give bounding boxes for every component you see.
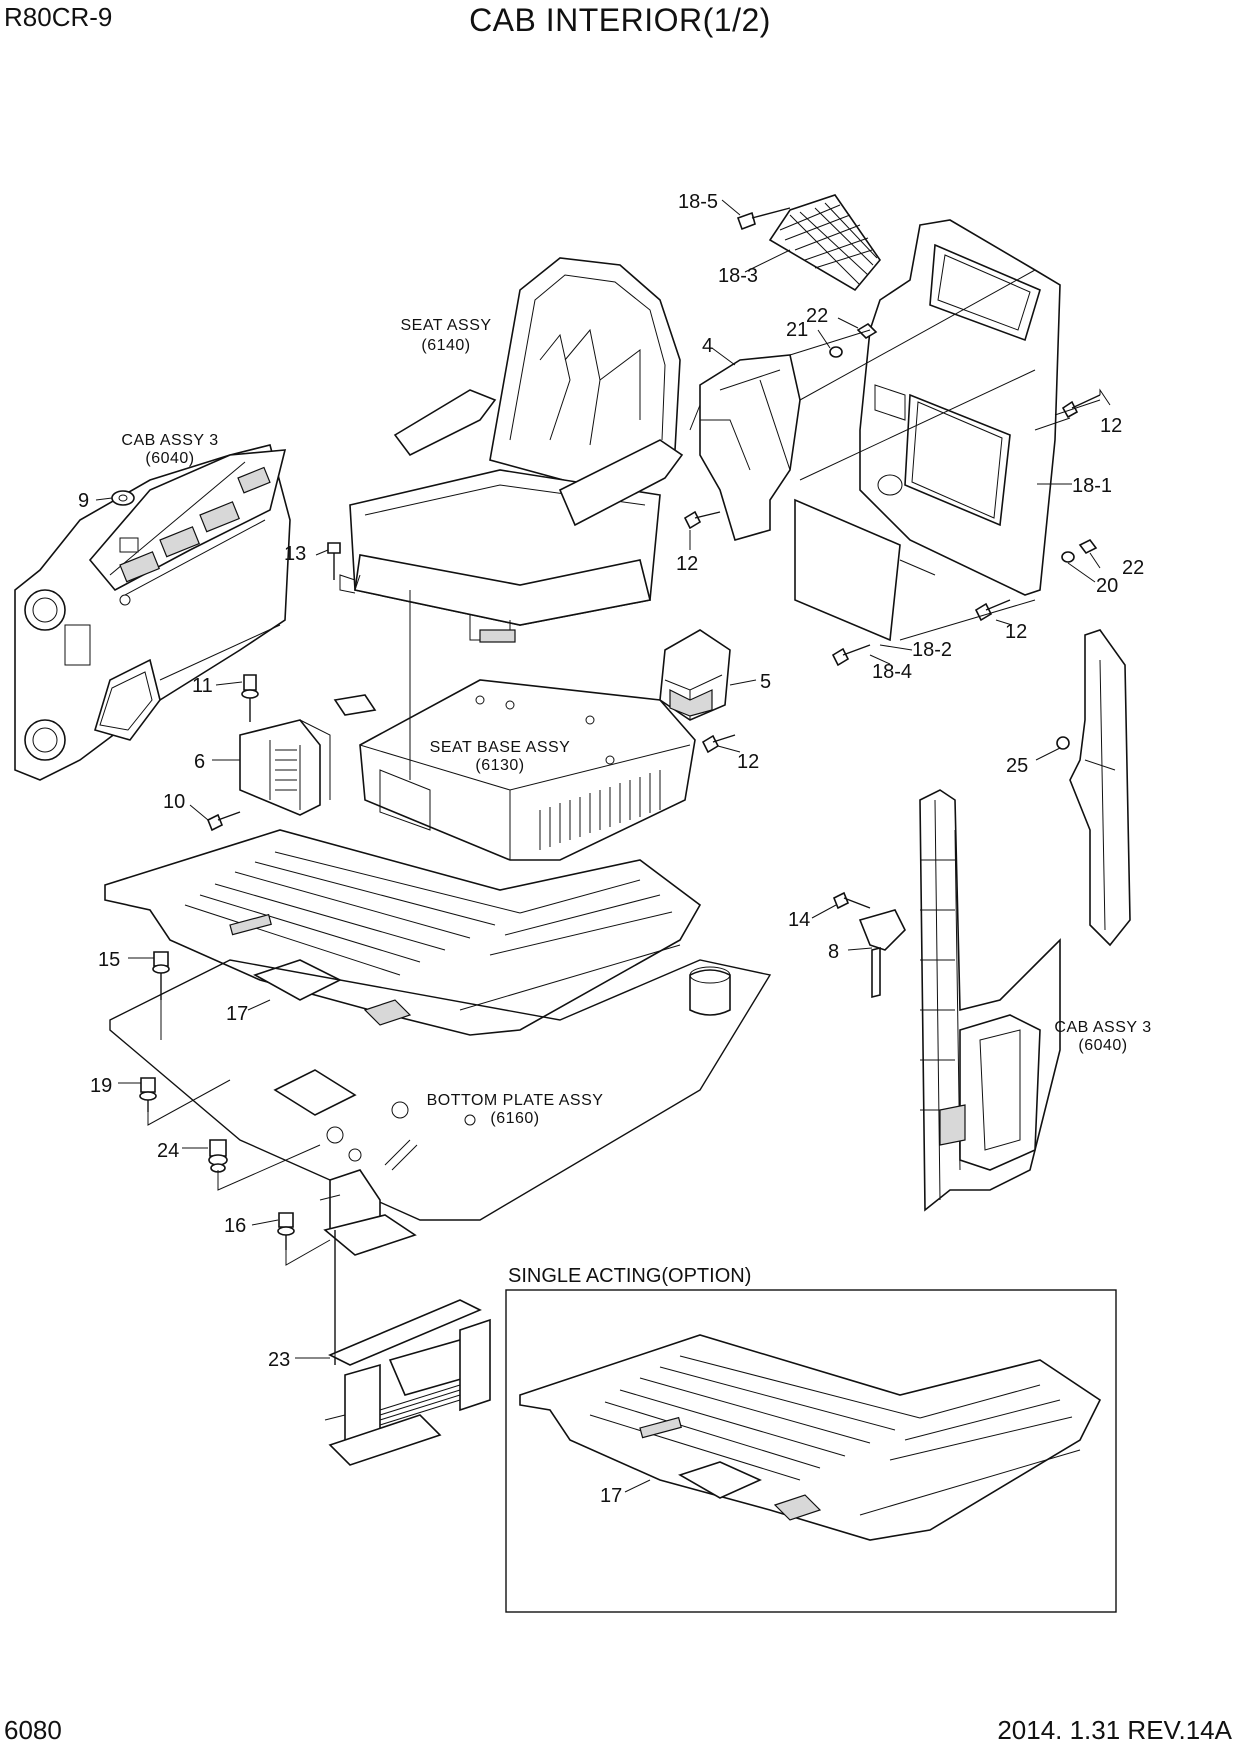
callout-4: 4: [702, 335, 713, 357]
seat-assy-label: SEAT ASSY (6140): [400, 317, 491, 354]
pillar-trim: [1069, 629, 1131, 947]
callout-19: 19: [90, 1075, 112, 1097]
svg-text:(6040): (6040): [145, 450, 194, 467]
callout-15: 15: [98, 949, 120, 971]
callout-12: 12: [1005, 621, 1027, 643]
callout-10: 10: [163, 791, 185, 813]
callout-22: 22: [1122, 557, 1144, 579]
page-number: 6080: [4, 1715, 62, 1745]
cab-left-assy-label: CAB ASSY 3 (6040): [121, 432, 218, 467]
svg-text:CAB ASSY 3: CAB ASSY 3: [1054, 1019, 1151, 1036]
callout-25: 25: [1006, 755, 1028, 777]
callout-6: 6: [194, 751, 205, 773]
callout-13: 13: [284, 543, 306, 565]
callout-23: 23: [268, 1349, 290, 1371]
svg-text:(6040): (6040): [1078, 1037, 1127, 1054]
svg-text:SEAT ASSY: SEAT ASSY: [400, 317, 491, 334]
callout-12: 12: [737, 751, 759, 773]
svg-text:(6140): (6140): [421, 337, 470, 354]
bottom-plate-assy-label: BOTTOM PLATE ASSY (6160): [427, 1092, 604, 1127]
seat-base-assy-label: SEAT BASE ASSY (6130): [430, 739, 571, 774]
callout-8: 8: [828, 941, 839, 963]
page-title: CAB INTERIOR(1/2): [469, 2, 771, 38]
callout-18-5: 18-5: [678, 191, 718, 213]
callout-18-3: 18-3: [718, 265, 758, 287]
callout-21: 21: [786, 319, 808, 341]
svg-text:SEAT BASE ASSY: SEAT BASE ASSY: [430, 739, 571, 756]
svg-text:CAB ASSY 3: CAB ASSY 3: [121, 432, 218, 449]
cab-left-panel: [14, 444, 291, 781]
side-cover: [689, 354, 801, 541]
cab-right-panel: [919, 789, 1061, 1212]
storage-net: [768, 194, 882, 292]
vent-box: [239, 719, 331, 816]
callout-14: 14: [788, 909, 810, 931]
callout-5: 5: [760, 671, 771, 693]
svg-text:BOTTOM PLATE ASSY: BOTTOM PLATE ASSY: [427, 1092, 604, 1109]
svg-text:(6130): (6130): [475, 757, 524, 774]
rear-panel: [859, 219, 1061, 596]
pedal-valve-assembly: [324, 1299, 491, 1466]
leader-lines: [95, 199, 1111, 1365]
access-cover: [794, 498, 901, 642]
air-duct: [659, 629, 731, 721]
model-number: R80CR-9: [4, 2, 113, 32]
seat-base-assembly: [333, 679, 696, 861]
callout-18-4: 18-4: [872, 661, 912, 683]
option-box-title: SINGLE ACTING(OPTION): [508, 1265, 751, 1287]
callout-12: 12: [1100, 415, 1122, 437]
callout-11: 11: [192, 675, 213, 697]
option-box: SINGLE ACTING(OPTION): [505, 1265, 1117, 1613]
seat-assembly: [339, 257, 684, 643]
coat-hook: [858, 909, 906, 999]
cab-right-assy-label: CAB ASSY 3 (6040): [1054, 1019, 1151, 1054]
callout-18-2: 18-2: [912, 639, 952, 661]
callout-labels: 18-5 18-3 22 21 4 12 18-1 12 22 20 12 18…: [78, 191, 1144, 1507]
callout-9: 9: [78, 490, 89, 512]
floor-mat: [104, 829, 702, 1036]
callout-20: 20: [1096, 575, 1118, 597]
fasteners: [111, 207, 1101, 1250]
date-revision: 2014. 1.31 REV.14A: [997, 1715, 1232, 1745]
callout-12: 12: [676, 553, 698, 575]
callout-16: 16: [224, 1215, 246, 1237]
callout-17: 17: [226, 1003, 248, 1025]
callout-18-1: 18-1: [1072, 475, 1112, 497]
callout-22: 22: [806, 305, 828, 327]
bottom-plate: [109, 959, 772, 1221]
svg-text:(6160): (6160): [490, 1110, 539, 1127]
callout-24: 24: [157, 1140, 179, 1162]
callout-17: 17: [600, 1485, 622, 1507]
